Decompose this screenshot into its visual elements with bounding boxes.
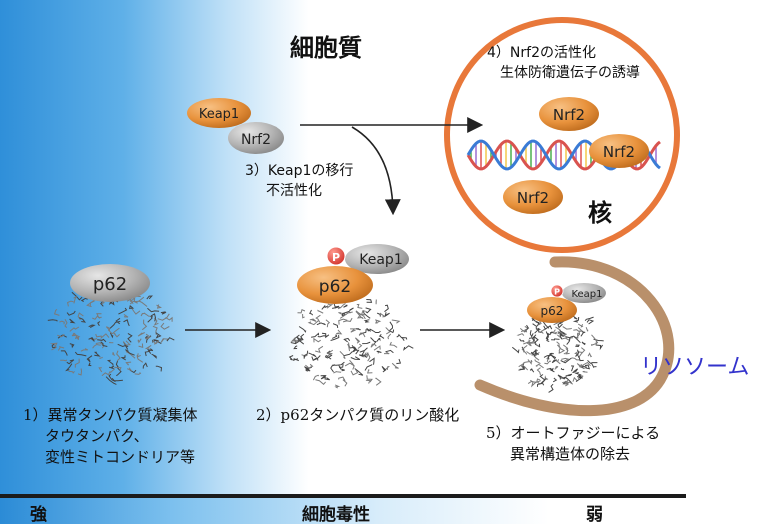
- step1-line3: 変性ミトコンドリア等: [45, 448, 196, 466]
- step5-line2: 異常構造体の除去: [510, 445, 631, 463]
- toxicity-scale-bar: [0, 498, 686, 524]
- step4-line2: 生体防衛遺伝子の誘導: [500, 65, 640, 81]
- nucleus-label: 核: [588, 198, 612, 227]
- scale-divider: [0, 494, 686, 498]
- phospho-p62-keap1-complex: Keap1 p62 P: [297, 244, 409, 304]
- step4-line1: 4）Nrf2の活性化: [487, 45, 596, 61]
- protein-aggregate-2: [288, 291, 414, 389]
- p62-label: p62: [541, 304, 564, 318]
- protein-aggregate-1: [47, 287, 175, 385]
- p62-protein-step1: p62: [70, 264, 150, 302]
- step3-line2: 不活性化: [266, 183, 322, 199]
- keap1-label: Keap1: [199, 107, 239, 122]
- scale-weak-label: 弱: [586, 505, 603, 525]
- step1-line1: 1）異常タンパク質凝集体: [23, 406, 198, 424]
- step5-line1: 5）オートファジーによる: [486, 424, 661, 442]
- nrf2-label: Nrf2: [603, 143, 635, 161]
- nrf2-protein-nucleus-3: Nrf2: [503, 180, 563, 214]
- keap1-nrf2-complex: Keap1 Nrf2: [187, 98, 284, 154]
- scale-strong-label: 強: [30, 505, 47, 525]
- lysosome-membrane: [474, 256, 675, 417]
- keap1-label: Keap1: [571, 289, 602, 300]
- phospho-label: P: [554, 288, 560, 297]
- nrf2-protein-nucleus-1: Nrf2: [539, 97, 599, 131]
- keap1-label: Keap1: [359, 252, 402, 268]
- lysosome-label: リソソーム: [640, 355, 750, 380]
- arrow-keap1-translocation: [351, 126, 401, 216]
- nrf2-label: Nrf2: [553, 106, 585, 124]
- cytoplasm-title: 細胞質: [290, 33, 362, 62]
- nrf2-label: Nrf2: [241, 132, 271, 148]
- nrf2-label: Nrf2: [517, 189, 549, 207]
- step2-line1: 2）p62タンパク質のリン酸化: [256, 406, 460, 424]
- phospho-p62-keap1-complex-lysosome: Keap1 p62 P: [527, 283, 606, 323]
- p62-label: p62: [93, 274, 127, 295]
- phospho-label: P: [332, 251, 340, 264]
- step1-line2: タウタンパク、: [45, 427, 149, 445]
- nrf2-protein-nucleus-2: Nrf2: [589, 134, 649, 168]
- scale-toxicity-label: 細胞毒性: [302, 505, 370, 525]
- step3-line1: 3）Keap1の移行: [245, 163, 354, 179]
- p62-label: p62: [319, 277, 351, 297]
